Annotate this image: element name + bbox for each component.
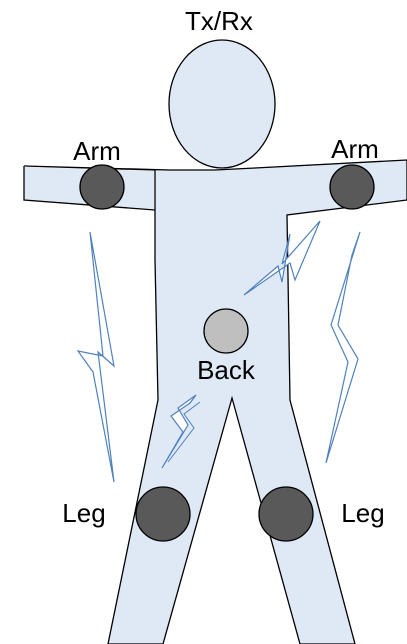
- body-silhouette: [24, 160, 407, 644]
- label-back: Back: [197, 355, 256, 385]
- signal-bolt-left-arm-icon: [78, 232, 114, 482]
- sensor-arm-left-icon: [80, 165, 124, 209]
- sensor-back-icon: [204, 309, 248, 353]
- label-arm-left: Arm: [73, 136, 121, 166]
- signal-bolt-right-arm-icon: [326, 232, 360, 463]
- label-leg-right: Leg: [341, 498, 384, 528]
- label-arm-right: Arm: [331, 134, 379, 164]
- head-icon: [169, 40, 275, 168]
- label-head: Tx/Rx: [185, 6, 253, 36]
- sensor-arm-right-icon: [330, 165, 374, 209]
- sensor-leg-left-icon: [136, 487, 190, 541]
- sensor-leg-right-icon: [259, 487, 313, 541]
- label-leg-left: Leg: [62, 498, 105, 528]
